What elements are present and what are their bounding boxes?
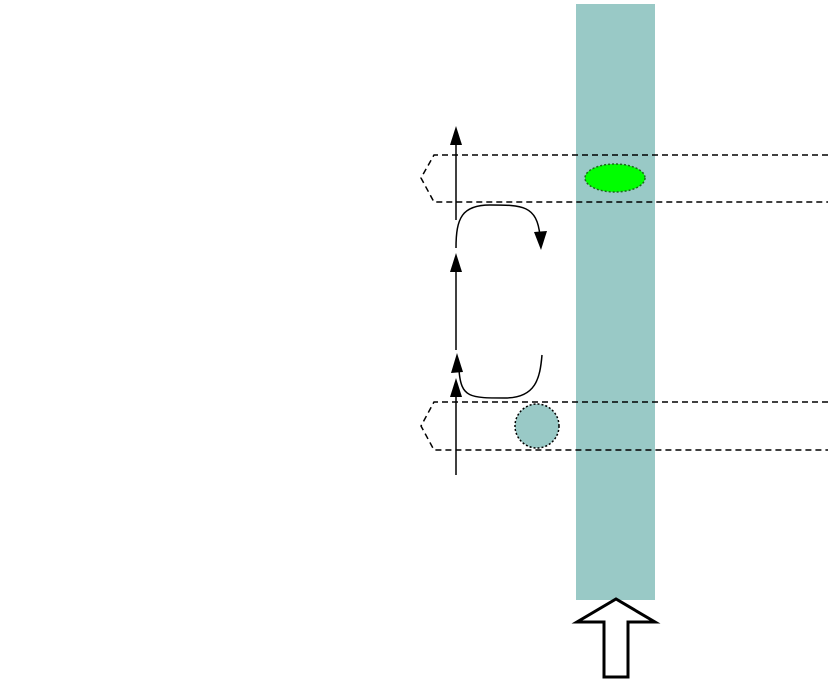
green-spot (584, 163, 646, 193)
lower-band (420, 401, 828, 451)
curved-line-return (451, 353, 543, 399)
teal-dot (514, 403, 560, 449)
beam-bar (576, 4, 655, 600)
hollow-up-arrow (571, 597, 661, 679)
up-arrow-top (450, 126, 462, 220)
up-arrow-middle (450, 253, 462, 350)
curved-arrow-down (455, 204, 547, 250)
up-arrow-bottom (450, 378, 462, 475)
upper-band (420, 154, 828, 203)
